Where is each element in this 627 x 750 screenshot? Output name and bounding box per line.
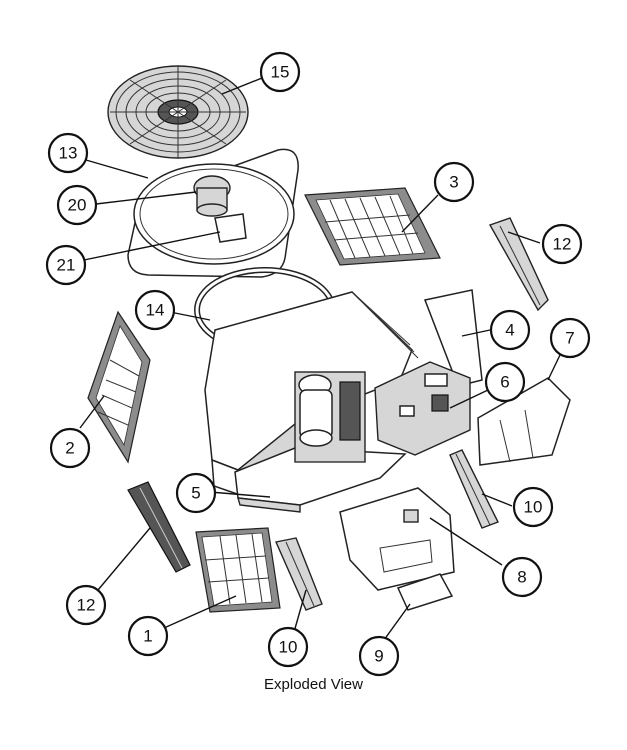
diagram-caption: Exploded View: [264, 676, 363, 693]
callout-1: 1: [127, 615, 169, 657]
coil-guard-front: [195, 527, 281, 613]
callout-7: 7: [549, 317, 591, 359]
callout-label: 6: [500, 373, 509, 392]
callout-15: 15: [259, 51, 301, 93]
callout-3: 3: [433, 161, 475, 203]
callout-label: 21: [57, 256, 76, 275]
callout-label: 5: [191, 484, 200, 503]
callout-14: 14: [134, 289, 176, 331]
leader-lines: [79, 77, 561, 641]
coil-guard-left: [87, 310, 151, 464]
callout-label: 12: [77, 596, 96, 615]
callout-6: 6: [484, 361, 526, 403]
callout-label: 8: [517, 568, 526, 587]
callout-label: 1: [143, 627, 152, 646]
bottom-access-plate: [396, 573, 454, 611]
callout-8: 8: [501, 556, 543, 598]
callout-label: 20: [68, 196, 87, 215]
callout-label: 13: [59, 144, 78, 163]
callout-label: 7: [565, 329, 574, 348]
service-panel: [477, 377, 571, 466]
callout-label: 15: [271, 63, 290, 82]
control-box: [374, 361, 471, 456]
callout-2: 2: [49, 427, 91, 469]
callout-20: 20: [56, 184, 98, 226]
fan-motor: [193, 175, 231, 217]
callout-label: 3: [449, 173, 458, 192]
corner-post-bottom-left: [127, 481, 191, 573]
callout-label: 14: [146, 301, 165, 320]
callout-10-bottom: 10: [267, 626, 309, 668]
front-panel: [339, 487, 455, 591]
callout-21: 21: [45, 244, 87, 286]
corner-post-right: [449, 449, 499, 529]
compressor-assembly: [294, 371, 366, 463]
callout-label: 4: [505, 321, 514, 340]
callout-5: 5: [175, 472, 217, 514]
callout-9: 9: [358, 635, 400, 677]
callout-label: 10: [279, 638, 298, 657]
access-panel: [423, 289, 483, 387]
callout-12-bottom: 12: [65, 584, 107, 626]
callout-13: 13: [47, 132, 89, 174]
callout-10-right: 10: [512, 486, 554, 528]
motor-bracket: [214, 213, 247, 243]
callout-label: 10: [524, 498, 543, 517]
coil-guard-top: [304, 187, 441, 266]
callout-12-top: 12: [541, 223, 583, 265]
fan-guard: [107, 65, 249, 159]
callout-label: 12: [553, 235, 572, 254]
corner-post-bottom: [275, 537, 323, 611]
callout-label: 9: [374, 647, 383, 666]
callout-label: 2: [65, 439, 74, 458]
callout-4: 4: [489, 309, 531, 351]
corner-post-top-right: [488, 217, 549, 312]
